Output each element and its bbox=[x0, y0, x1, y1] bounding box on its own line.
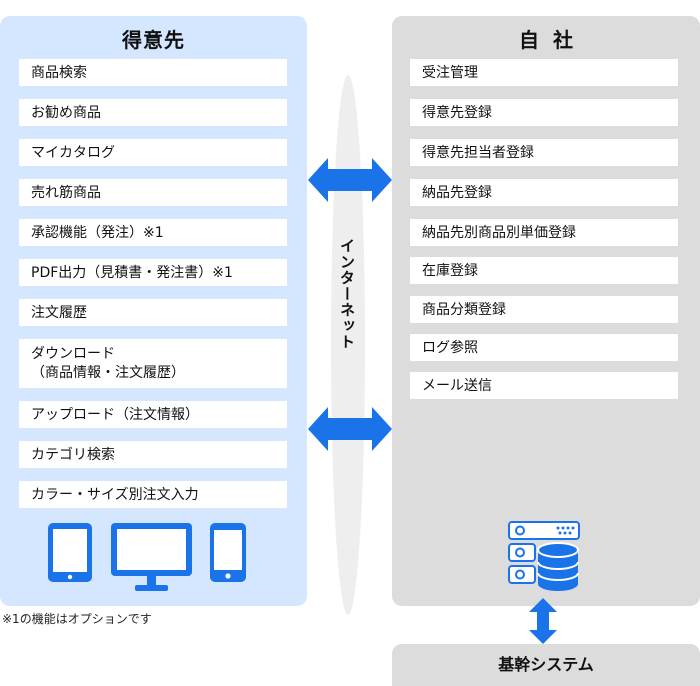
company-item-inventory-registration: 在庫登録 bbox=[410, 257, 678, 284]
smartphone-icon bbox=[210, 523, 246, 582]
company-item-order-management: 受注管理 bbox=[410, 59, 678, 86]
company-item-delivery-registration: 納品先登録 bbox=[410, 179, 678, 206]
internet-cloud bbox=[331, 75, 365, 615]
tablet-icon bbox=[48, 523, 92, 582]
client-item-category-search: カテゴリ検索 bbox=[19, 441, 287, 468]
footnote: ※1の機能はオプションです bbox=[2, 612, 152, 626]
core-system-box: 基幹システム bbox=[392, 644, 700, 686]
company-item-client-staff-registration: 得意先担当者登録 bbox=[410, 139, 678, 166]
client-item-upload: アップロード（注文情報） bbox=[19, 401, 287, 428]
client-item-best-sellers: 売れ筋商品 bbox=[19, 179, 287, 206]
client-item-product-search: 商品検索 bbox=[19, 59, 287, 86]
vertical-bidirectional-arrow-icon bbox=[529, 598, 557, 644]
client-item-pdf-output: PDF出力（見積書・発注書）※1 bbox=[19, 259, 287, 286]
bidirectional-arrow-icon bbox=[308, 158, 392, 202]
client-item-download: ダウンロード （商品情報・注文履歴） bbox=[19, 339, 287, 388]
client-item-order-history: 注文履歴 bbox=[19, 299, 287, 326]
company-panel-title: 自社 bbox=[519, 28, 587, 52]
bidirectional-arrow-icon bbox=[308, 407, 392, 451]
client-item-recommended: お勧め商品 bbox=[19, 99, 287, 126]
client-item-approval: 承認機能（発注）※1 bbox=[19, 219, 287, 246]
client-item-my-catalog: マイカタログ bbox=[19, 139, 287, 166]
server-database-icon bbox=[508, 521, 580, 591]
company-item-log-view: ログ参照 bbox=[410, 334, 678, 361]
client-panel-title: 得意先 bbox=[122, 28, 185, 52]
internet-label: インターネット bbox=[338, 238, 356, 350]
desktop-monitor-icon bbox=[111, 523, 192, 591]
company-item-client-registration: 得意先登録 bbox=[410, 99, 678, 126]
company-item-category-registration: 商品分類登録 bbox=[410, 296, 678, 323]
client-item-color-size-order: カラー・サイズ別注文入力 bbox=[19, 481, 287, 508]
company-item-mail-send: メール送信 bbox=[410, 372, 678, 399]
company-item-unit-price-registration: 納品先別商品別単価登録 bbox=[410, 219, 678, 246]
